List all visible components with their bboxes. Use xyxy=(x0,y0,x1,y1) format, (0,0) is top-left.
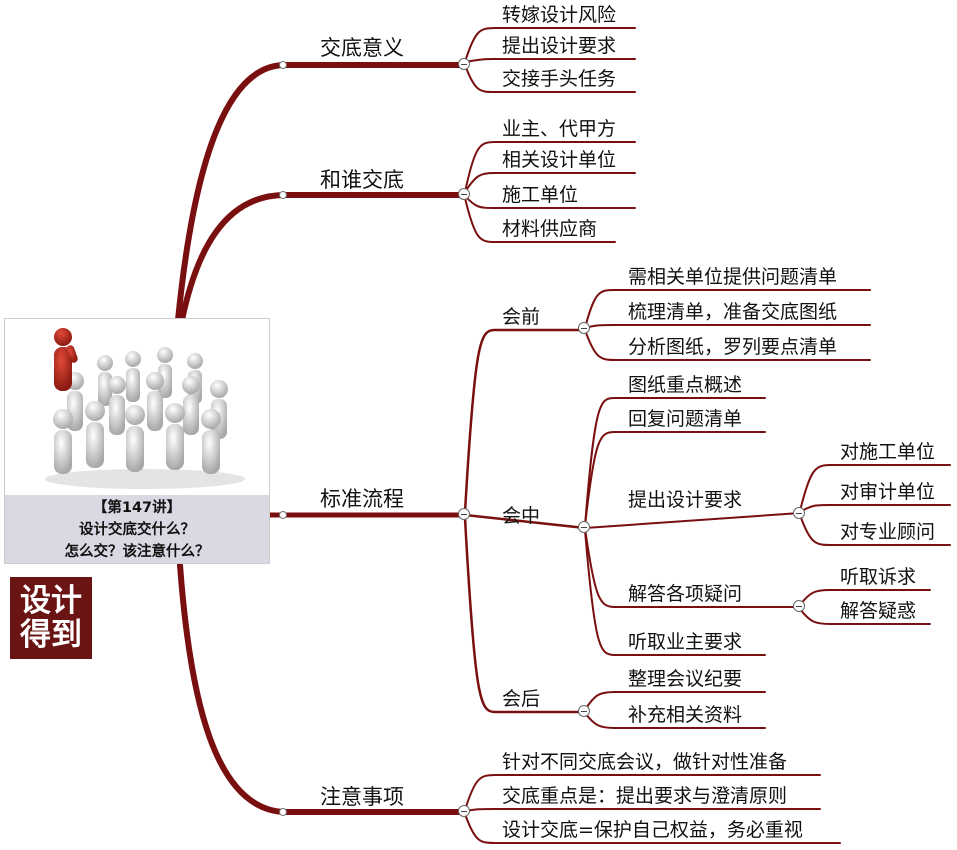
topic-node[interactable]: 施工单位 xyxy=(502,184,579,206)
topic-node[interactable]: 对施工单位 xyxy=(840,441,936,463)
branch-significance[interactable]: 交底意义 xyxy=(320,36,404,60)
topic-node[interactable]: 对专业顾问 xyxy=(840,521,936,543)
collapse-toggle-notes[interactable] xyxy=(458,805,470,817)
topic-node[interactable]: 交底重点是：提出要求与澄清原则 xyxy=(502,785,788,807)
topic-node[interactable]: 解答各项疑问 xyxy=(628,583,743,605)
branch-line-notes xyxy=(177,562,468,815)
collapse-toggle-during[interactable] xyxy=(578,521,590,533)
branch-dot xyxy=(279,191,287,199)
branch-dot xyxy=(279,808,287,816)
central-topic-card[interactable]: 【第147讲】 设计交底交什么？ 怎么交？该注意什么？ xyxy=(4,318,270,564)
brand-logo: 设计 得到 xyxy=(10,577,92,659)
collapse-toggle-after[interactable] xyxy=(578,705,590,717)
topic-node[interactable]: 梳理清单，准备交底图纸 xyxy=(628,301,838,323)
topic-node[interactable]: 需相关单位提供问题清单 xyxy=(628,266,838,288)
topic-node[interactable]: 分析图纸，罗列要点清单 xyxy=(628,336,838,358)
logo-text: 设计 xyxy=(20,583,82,619)
collapse-toggle-audience[interactable] xyxy=(458,188,470,200)
topic-node[interactable]: 解答疑惑 xyxy=(840,600,917,622)
topic-node[interactable]: 设计交底=保护自己权益，务必重视 xyxy=(502,819,803,841)
topic-node[interactable]: 业主、代甲方 xyxy=(502,118,617,140)
central-topic-caption: 【第147讲】 设计交底交什么？ 怎么交？该注意什么？ xyxy=(5,495,269,563)
topic-node[interactable]: 针对不同交底会议，做针对性准备 xyxy=(502,751,788,773)
subtopic-before[interactable]: 会前 xyxy=(502,306,541,328)
branch-line-audience xyxy=(177,192,468,333)
branch-line-significance xyxy=(175,62,468,323)
topic-node[interactable]: 交接手头任务 xyxy=(502,68,617,90)
caption-line: 设计交底交什么？ xyxy=(79,522,195,538)
collapse-toggle-significance[interactable] xyxy=(458,58,470,70)
topic-node[interactable]: 整理会议纪要 xyxy=(628,668,743,690)
topic-node[interactable]: 提出设计要求 xyxy=(628,489,743,511)
branch-notes[interactable]: 注意事项 xyxy=(320,785,404,809)
branch-audience[interactable]: 和谁交底 xyxy=(320,168,404,192)
caption-line: 【第147讲】 xyxy=(92,500,182,516)
subtopic-during[interactable]: 会中 xyxy=(502,505,541,527)
collapse-toggle-requirements[interactable] xyxy=(793,507,805,519)
caption-line: 怎么交？该注意什么？ xyxy=(64,544,210,560)
people-crowd-icon xyxy=(45,328,245,489)
topic-node[interactable]: 提出设计要求 xyxy=(502,35,617,57)
topic-node[interactable]: 相关设计单位 xyxy=(502,149,617,171)
topic-node[interactable]: 图纸重点概述 xyxy=(628,374,743,396)
collapse-toggle-process[interactable] xyxy=(458,508,470,520)
logo-text: 得到 xyxy=(20,617,82,653)
collapse-toggle-before[interactable] xyxy=(578,322,590,334)
branch-process[interactable]: 标准流程 xyxy=(320,487,404,511)
subtopic-after[interactable]: 会后 xyxy=(502,688,541,710)
branch-dot xyxy=(279,511,287,519)
topic-node[interactable]: 转嫁设计风险 xyxy=(502,4,617,26)
topic-node[interactable]: 回复问题清单 xyxy=(628,408,743,430)
topic-node[interactable]: 补充相关资料 xyxy=(628,704,743,726)
collapse-toggle-answer[interactable] xyxy=(793,600,805,612)
topic-node[interactable]: 听取业主要求 xyxy=(628,631,743,653)
topic-node[interactable]: 对审计单位 xyxy=(840,481,936,503)
branch-dot xyxy=(279,61,287,69)
topic-node[interactable]: 材料供应商 xyxy=(502,218,598,240)
topic-node[interactable]: 听取诉求 xyxy=(840,566,917,588)
